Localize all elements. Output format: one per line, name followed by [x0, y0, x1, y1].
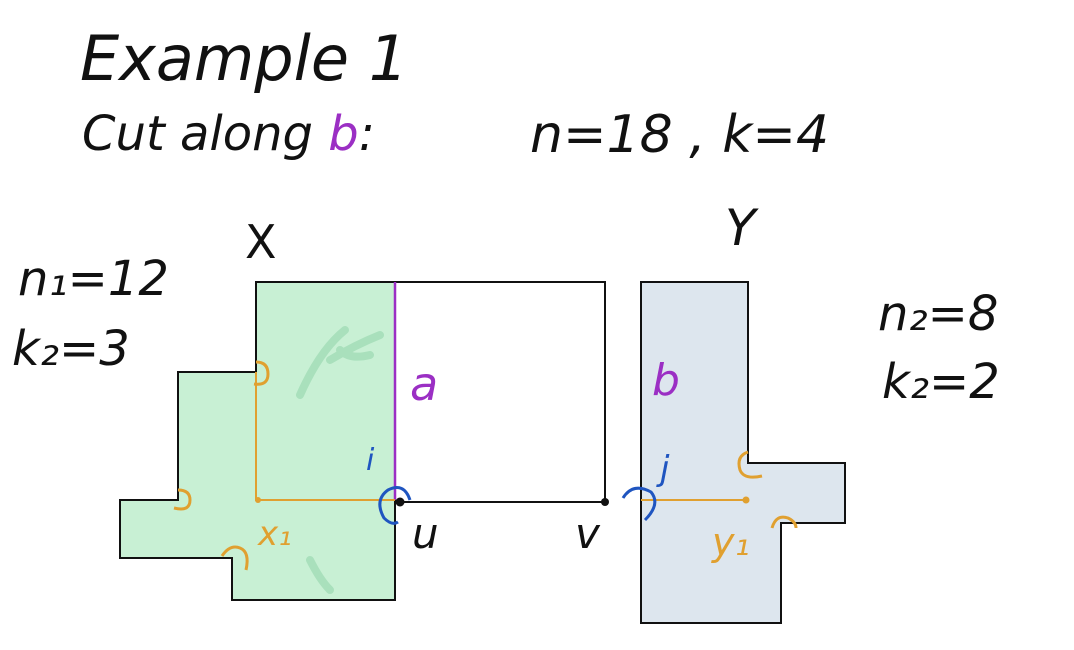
vertex-u-label: u — [412, 509, 439, 558]
label-x: X — [245, 215, 277, 269]
label-y: Y — [725, 199, 759, 257]
vertex-i-label: i — [366, 443, 375, 478]
totals-text: n=18 , k=4 — [530, 105, 829, 165]
vertex-v — [601, 498, 609, 506]
region-y-shape — [640, 281, 846, 624]
corner-arc-y-top — [737, 450, 763, 479]
edge-a-label: a — [410, 357, 438, 411]
vertex-v-label: v — [575, 509, 601, 558]
corner-arc-x-bottom — [220, 545, 249, 571]
vertex-x1 — [255, 497, 261, 503]
blue-arc-b — [621, 486, 657, 522]
cut-along-letter: b — [328, 106, 358, 162]
vertex-j-label: j — [656, 449, 670, 489]
corner-arc-y-bottom — [770, 515, 798, 529]
corner-arc-x-top — [253, 360, 270, 386]
title-text: Example 1 — [80, 22, 408, 95]
vertex-y1-label: y₁ — [711, 520, 750, 564]
cut-along-suffix: : — [359, 106, 375, 162]
edge-b-label: b — [652, 355, 680, 406]
left-n-text: n₁=12 — [18, 251, 169, 307]
vertex-u — [395, 497, 405, 507]
middle-rectangle — [394, 281, 606, 503]
blue-arc-u — [378, 486, 412, 525]
right-n-text: n₂=8 — [878, 286, 998, 342]
cut-along-prefix: Cut along — [82, 106, 328, 162]
corner-arc-x-left — [173, 488, 192, 511]
vertex-x1-label: x₁ — [257, 514, 292, 554]
cut-along-text: Cut along b: — [82, 106, 375, 162]
right-k-text: k₂=2 — [882, 354, 1000, 410]
left-k-text: k₂=3 — [12, 321, 130, 377]
vertex-y1 — [742, 496, 750, 504]
region-x-texture — [296, 326, 384, 594]
